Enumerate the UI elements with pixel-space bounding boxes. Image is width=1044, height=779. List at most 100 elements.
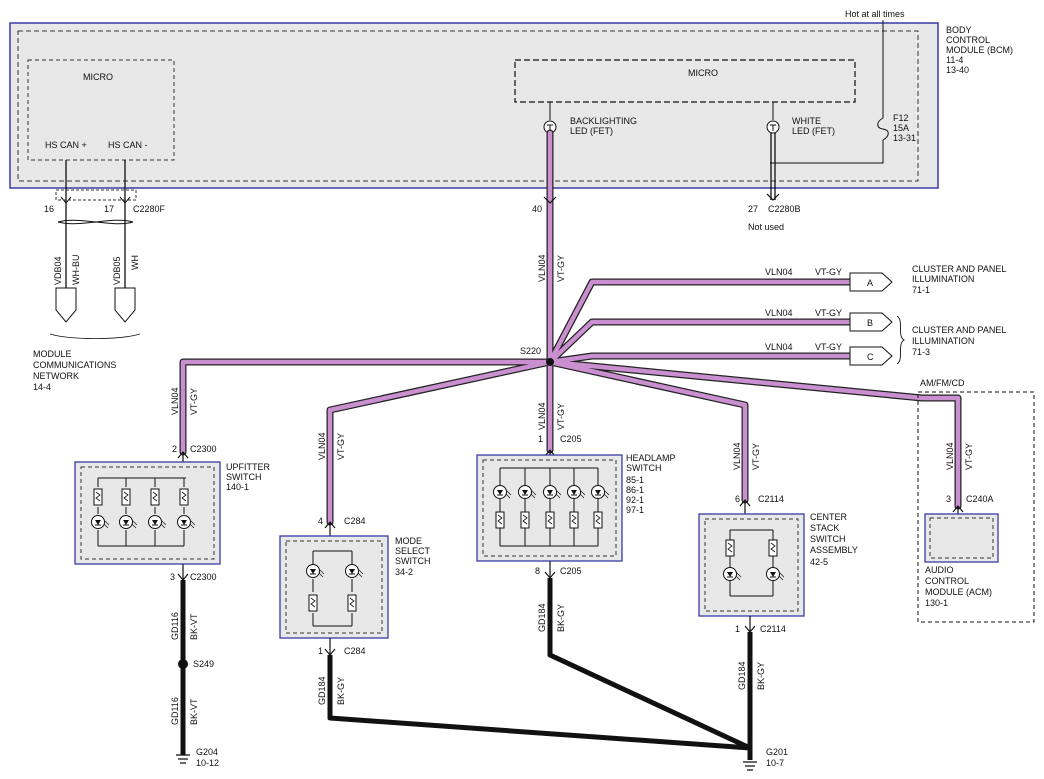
splice-s249-dot <box>178 659 188 669</box>
center-bkgy-label: BK-GY <box>756 662 766 690</box>
headlamp-conn-top: C205 <box>560 434 582 444</box>
bcm-module <box>9 22 939 189</box>
mode-bkgy-label: BK-GY <box>336 677 346 705</box>
network-ref: 14-4 <box>33 382 51 392</box>
bcm-title-2: CONTROL <box>946 35 990 45</box>
bcm-ref-1: 11-4 <box>946 55 963 65</box>
wire-vdb05-label: VDB05 <box>112 256 122 285</box>
fuse-f12-label: F12 <box>893 113 909 123</box>
twisted-pair-symbol <box>57 219 134 225</box>
acm-ref: 130-1 <box>925 598 948 608</box>
dest-a-connector-icon <box>849 272 893 292</box>
network-connector-left-icon <box>55 287 77 323</box>
cluster-bc-ref: 71-3 <box>912 347 930 357</box>
dest-a-letter: A <box>867 278 873 288</box>
center-pin-bot: 1 <box>735 624 740 634</box>
cluster-a-label-2: ILLUMINATION <box>912 274 974 284</box>
cluster-bc-brace <box>896 315 905 365</box>
center-name-4: ASSEMBLY <box>810 545 858 555</box>
network-connector-right-icon <box>114 287 136 323</box>
white-fet-icon <box>766 120 780 134</box>
bcm-title-3: MODULE (BCM) <box>946 45 1013 55</box>
center-name-1: CENTER <box>810 512 848 522</box>
dest-b-vtgy: VT-GY <box>815 308 842 318</box>
headlamp-gd184-label: GD184 <box>537 603 547 632</box>
mode-conn-top: C284 <box>344 516 366 526</box>
dest-b-letter: B <box>867 318 873 328</box>
headlamp-ref-3: 92-1 <box>626 495 644 505</box>
ground-g204-label: G204 <box>196 747 218 757</box>
white-label: WHITE <box>792 116 821 126</box>
pin-40-label: 40 <box>532 204 542 214</box>
hs-can-plus-label: HS CAN + <box>45 140 87 150</box>
cluster-a-ref: 71-1 <box>912 285 930 295</box>
fuse-ref-label: 13-31 <box>893 133 916 143</box>
acm-module <box>924 513 999 563</box>
ground-g204-icon <box>176 754 190 764</box>
ground-g201-icon <box>743 761 757 771</box>
micro-left-label: MICRO <box>83 72 113 82</box>
bcm-ref-2: 13-40 <box>946 65 969 75</box>
hot-at-all-times-label: Hot at all times <box>845 9 905 19</box>
connector-c2280f-label: C2280F <box>133 204 166 214</box>
acm-option-label: AM/FM/CD <box>920 378 965 388</box>
upfitter-switch <box>74 461 221 565</box>
headlamp-vln04-label: VLN04 <box>537 402 547 430</box>
ground-g201-ref: 10-7 <box>766 758 784 768</box>
connector-40-arrow <box>543 196 557 204</box>
wire-vln04-main-label: VLN04 <box>537 254 547 282</box>
wire-wh-bu-label: WH-BU <box>71 255 81 286</box>
upfitter-pin-bot: 3 <box>170 572 175 582</box>
wire-vt-gy-main-label: VT-GY <box>556 255 566 282</box>
wire-wh-label: WH <box>130 255 140 270</box>
upfitter-conn-top: C2300 <box>190 444 217 454</box>
center-gd184-label: GD184 <box>737 661 747 690</box>
center-conn-bot: C2114 <box>760 624 786 634</box>
ground-g201-label: G201 <box>766 747 788 757</box>
mode-name-2: SELECT <box>395 546 431 556</box>
dest-a-vtgy: VT-GY <box>815 267 842 277</box>
acm-name-1: AUDIO <box>925 565 954 575</box>
bkvt-lower-label: BK-VT <box>189 698 199 725</box>
fuse-amp-label: 15A <box>893 123 909 133</box>
dest-c-letter: C <box>867 352 874 362</box>
pin-17-label: 17 <box>104 204 114 214</box>
hot-feed-wire <box>770 20 884 164</box>
mode-gd184-label: GD184 <box>317 676 327 705</box>
gd116-lower-label: GD116 <box>170 697 180 725</box>
mode-ref: 34-2 <box>395 567 413 577</box>
headlamp-name-2: SWITCH <box>626 463 662 473</box>
center-pin-top: 6 <box>735 494 740 504</box>
bkvt-upper-label: BK-VT <box>189 613 199 640</box>
gd116-upper-label: GD116 <box>170 612 180 640</box>
upfitter-name-2: SWITCH <box>226 472 262 482</box>
headlamp-ref-2: 86-1 <box>626 485 644 495</box>
headlamp-switch <box>476 454 623 562</box>
connector-c2280f-arrow <box>60 196 131 204</box>
headlamp-ref-1: 85-1 <box>626 475 644 485</box>
cluster-bc-label-2: ILLUMINATION <box>912 336 974 346</box>
dest-c-vln04: VLN04 <box>765 342 793 352</box>
c2280f-shell <box>55 189 137 201</box>
headlamp-pin-top: 1 <box>538 434 543 444</box>
center-ref: 42-5 <box>810 557 828 567</box>
network-label-1: MODULE <box>33 349 72 359</box>
center-vtgy-label: VT-GY <box>751 443 761 470</box>
wire-vdb04-label: VDB04 <box>53 256 63 285</box>
gd184-ground-wires <box>327 578 753 760</box>
acm-name-3: MODULE (ACM) <box>925 587 992 597</box>
splice-s220-dot <box>546 358 554 366</box>
upfitter-ref: 140-1 <box>226 482 249 492</box>
mode-vtgy-label: VT-GY <box>336 433 346 460</box>
mode-pin-top: 4 <box>318 516 323 526</box>
headlamp-ref-4: 97-1 <box>626 505 644 515</box>
mode-pin-bot: 1 <box>318 646 323 656</box>
acm-option-box <box>917 391 1035 623</box>
headlamp-bkgy-label: BK-GY <box>556 604 566 632</box>
acm-name-2: CONTROL <box>925 576 969 586</box>
acm-conn-top: C240A <box>966 494 994 504</box>
center-name-3: SWITCH <box>810 534 846 544</box>
headlamp-conn-bot: C205 <box>560 566 582 576</box>
center-stack-switch <box>698 513 805 617</box>
micro-right-label: MICRO <box>688 68 718 78</box>
